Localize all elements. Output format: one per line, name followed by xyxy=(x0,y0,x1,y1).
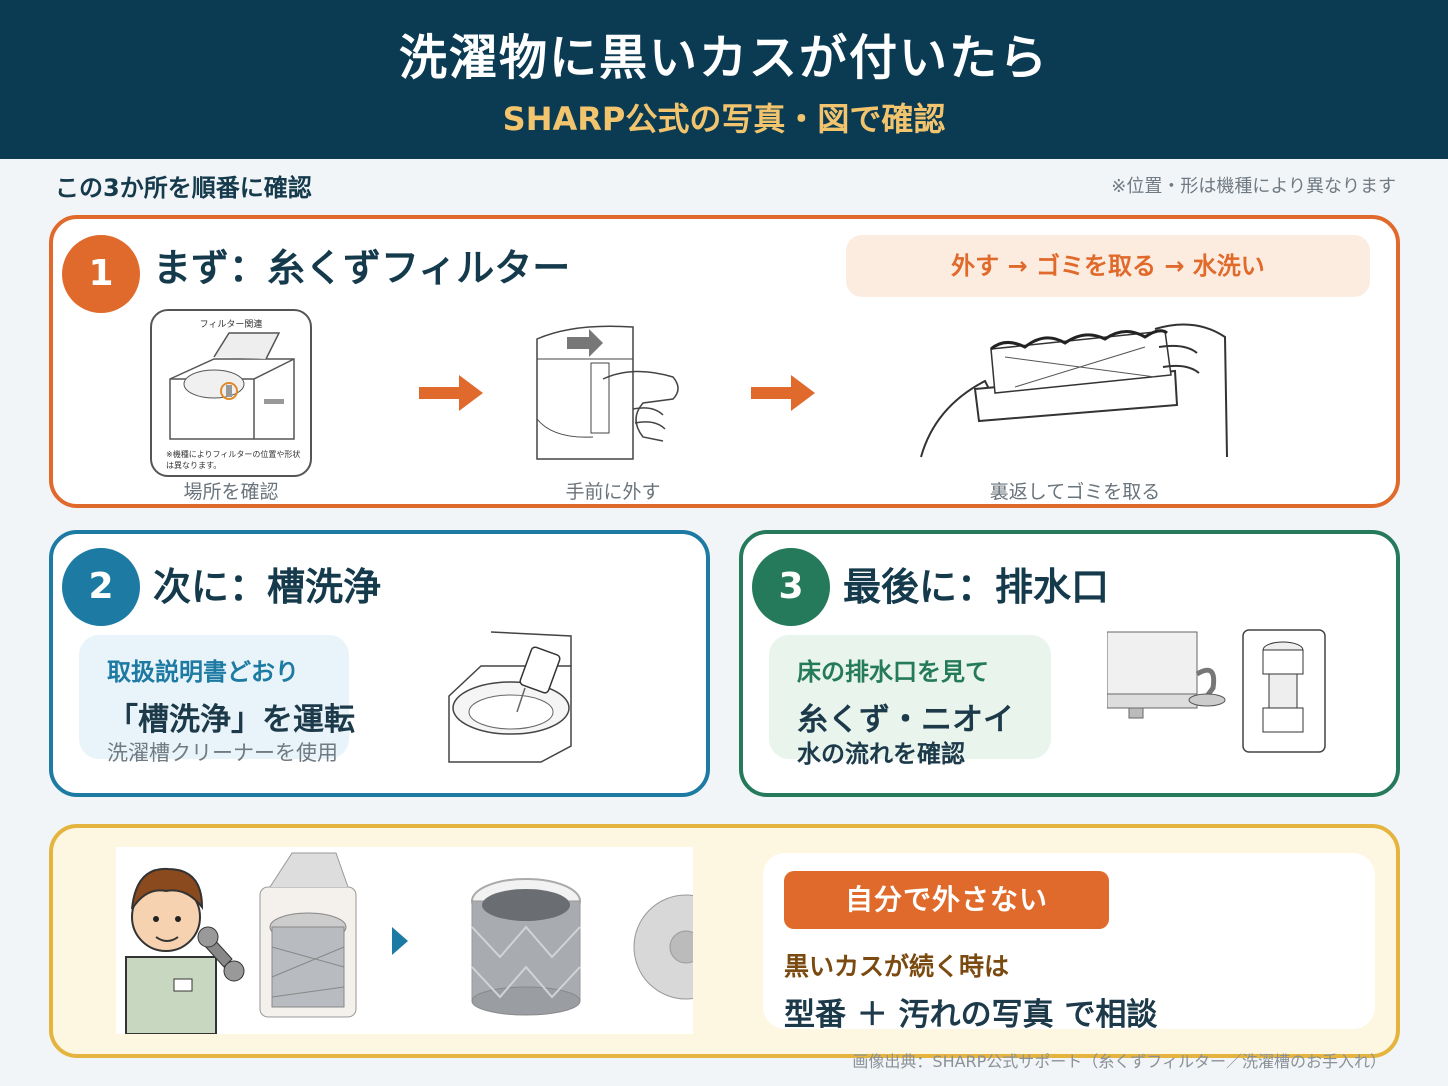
step2-line3: 洗濯槽クリーナーを使用 xyxy=(107,741,338,765)
step3-line2: 糸くず・ニオイ xyxy=(797,702,1014,738)
image-credit: 画像出典：SHARP公式サポート（糸くずフィルター／洗濯槽のお手入れ） xyxy=(852,1052,1386,1071)
caption-location: 場所を確認 xyxy=(183,481,279,503)
arrow-right-icon xyxy=(751,375,815,411)
page-subtitle: SHARP公式の写真・図で確認 xyxy=(502,100,946,138)
step2-info xyxy=(79,635,349,759)
step2-line1: 取扱説明書どおり xyxy=(107,658,299,686)
step3-number: 3 xyxy=(752,548,830,626)
step2-line2: 「槽洗浄」を運転 xyxy=(107,702,355,738)
advice-box: 自分で外さない 黒いカスが続く時は 型番 ＋ 汚れの写真 で相談 xyxy=(763,853,1375,1033)
step3-info xyxy=(769,635,1051,759)
step1-card: 1 まず：糸くずフィルター 外す → ゴミを取る → 水洗い フィルター関連 ※… xyxy=(49,215,1400,508)
advice-card: 自分で外さない 黒いカスが続く時は 型番 ＋ 汚れの写真 で相談 xyxy=(49,824,1400,1058)
step3-card: 3 最後に：排水口 床の排水口を見て 糸くず・ニオイ 水の流れを確認 xyxy=(739,530,1400,797)
caption-remove: 手前に外す xyxy=(565,481,661,503)
intro-heading: この3か所を順番に確認 xyxy=(55,174,312,202)
step1-number: 1 xyxy=(62,235,140,313)
advice-line2: 型番 ＋ 汚れの写真 で相談 xyxy=(784,997,1158,1033)
step1-title: まず：糸くずフィルター xyxy=(153,246,571,290)
caption-clean: 裏返してゴミを取る xyxy=(989,481,1161,503)
remove-filter-figure xyxy=(536,325,679,460)
clean-filter-figure xyxy=(920,323,1228,458)
arrow-right-icon xyxy=(419,375,483,411)
model-note: ※位置・形は機種により異なります xyxy=(1111,176,1396,197)
drain-figure xyxy=(1107,629,1326,753)
washer-top-icon xyxy=(169,332,295,440)
step3-line1: 床の排水口を見て xyxy=(797,658,989,686)
page-header: 洗濯物に黒いカスが付いたら SHARP公式の写真・図で確認 xyxy=(0,0,1448,159)
step2-title: 次に：槽洗浄 xyxy=(153,565,382,609)
technician-illustration xyxy=(125,852,693,1034)
step3-line3: 水の流れを確認 xyxy=(797,740,965,768)
page-title: 洗濯物に黒いカスが付いたら xyxy=(398,30,1049,86)
washer-photo-strip xyxy=(116,847,693,1034)
step2-card: 2 次に：槽洗浄 取扱説明書どおり 「槽洗浄」を運転 洗濯槽クリーナーを使用 xyxy=(49,530,710,797)
step3-title: 最後に：排水口 xyxy=(843,565,1110,609)
step2-number: 2 xyxy=(62,548,140,626)
tub-cleaning-figure xyxy=(448,631,572,763)
figure-heading: フィルター関連 xyxy=(199,320,263,330)
filter-location-figure: フィルター関連 ※機種によりフィルターの位置や形状は異なります。 xyxy=(150,309,312,477)
advice-line1: 黒いカスが続く時は xyxy=(784,952,1010,981)
figure-note: ※機種によりフィルターの位置や形状は異なります。 xyxy=(166,450,301,470)
step1-flow: 外す → ゴミを取る → 水洗い xyxy=(846,235,1370,297)
warning-badge: 自分で外さない xyxy=(784,871,1109,929)
